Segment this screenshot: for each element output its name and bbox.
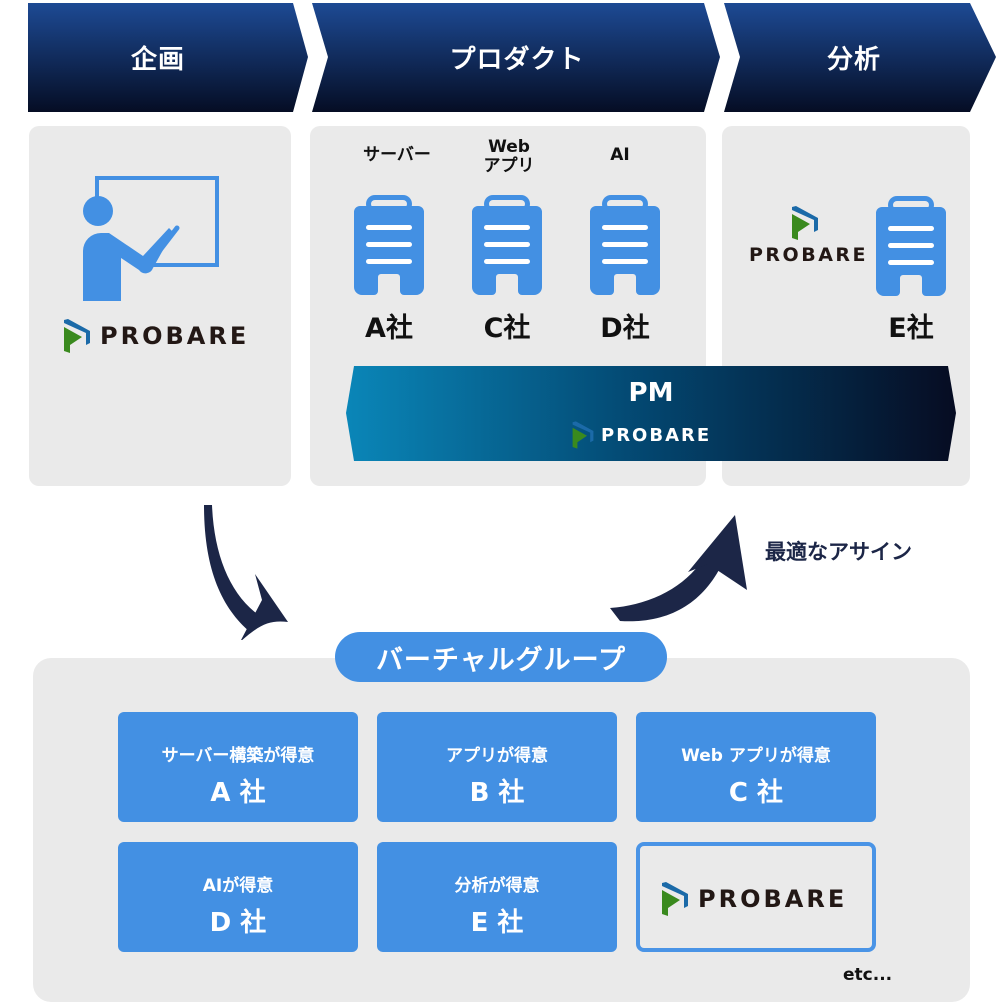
phase-product-shape xyxy=(312,3,720,112)
arrow-to-virtual-group xyxy=(204,505,288,640)
server-icon-e xyxy=(876,196,946,296)
server-icon-d xyxy=(590,195,660,295)
phase-planning-shape xyxy=(28,3,308,112)
probare-wordmark: PROBARE xyxy=(698,885,848,913)
card-company: D 社 xyxy=(209,908,267,938)
phase-analysis-label: 分析 xyxy=(826,45,881,75)
pm-banner-shape xyxy=(346,366,956,461)
planning-panel: PROBARE xyxy=(29,126,291,486)
probare-logo: PROBARE xyxy=(62,317,249,355)
phase-analysis-shape xyxy=(724,3,996,112)
probare-wordmark: PROBARE xyxy=(100,322,250,350)
server-category-web-line1: Web xyxy=(488,137,530,157)
card-skill: アプリが得意 xyxy=(446,746,548,766)
company-c: C社 xyxy=(483,313,531,344)
pm-probare-logo: PROBARE xyxy=(571,420,711,450)
card-company: A 社 xyxy=(210,778,266,808)
virtual-group-title: バーチャルグループ xyxy=(335,632,667,682)
probare-mark-icon xyxy=(660,880,690,918)
server-icon-c xyxy=(472,195,542,295)
phase-product-label: プロダクト xyxy=(449,45,585,75)
server-category-web-line2: アプリ xyxy=(483,156,535,176)
phase-product: プロダクト xyxy=(312,3,722,112)
probare-wordmark: PROBARE xyxy=(749,244,869,266)
card-skill: サーバー構築が得意 xyxy=(161,746,315,766)
optimal-assign-label: 最適なアサイン xyxy=(765,540,912,564)
company-d: D社 xyxy=(600,313,650,344)
company-card-a: サーバー構築が得意 A 社 xyxy=(118,712,358,822)
probare-mark-icon xyxy=(62,317,92,355)
server-category-ai: AI xyxy=(610,145,630,165)
presenter-whiteboard-icon xyxy=(83,176,219,301)
company-card-c: Web アプリが得意 C 社 xyxy=(636,712,876,822)
card-company: E 社 xyxy=(470,908,524,938)
card-skill: Web アプリが得意 xyxy=(681,746,831,766)
card-company: B 社 xyxy=(469,778,525,808)
pm-title: PM xyxy=(628,378,674,408)
phase-analysis: 分析 xyxy=(724,3,996,112)
company-e: E社 xyxy=(888,313,934,344)
probare-wordmark: PROBARE xyxy=(601,424,712,446)
etc-label: etc... xyxy=(843,965,893,985)
card-company: C 社 xyxy=(728,778,784,808)
card-skill: 分析が得意 xyxy=(454,876,540,896)
server-icon-a xyxy=(354,195,424,295)
probare-mark-icon xyxy=(571,420,595,450)
card-skill: AIが得意 xyxy=(202,876,274,896)
probare-mark-icon xyxy=(790,204,820,242)
probare-card: PROBARE xyxy=(636,842,876,952)
company-card-e: 分析が得意 E 社 xyxy=(377,842,617,952)
phase-planning: 企画 xyxy=(28,3,308,112)
company-a: A社 xyxy=(365,313,413,344)
company-card-d: AIが得意 D 社 xyxy=(118,842,358,952)
pm-banner: PM PROBARE xyxy=(346,366,956,461)
probare-logo: PROBARE xyxy=(660,880,847,918)
phase-planning-label: 企画 xyxy=(130,45,185,75)
server-category-server: サーバー xyxy=(363,145,431,165)
company-card-b: アプリが得意 B 社 xyxy=(377,712,617,822)
arrow-to-analysis xyxy=(610,515,747,622)
